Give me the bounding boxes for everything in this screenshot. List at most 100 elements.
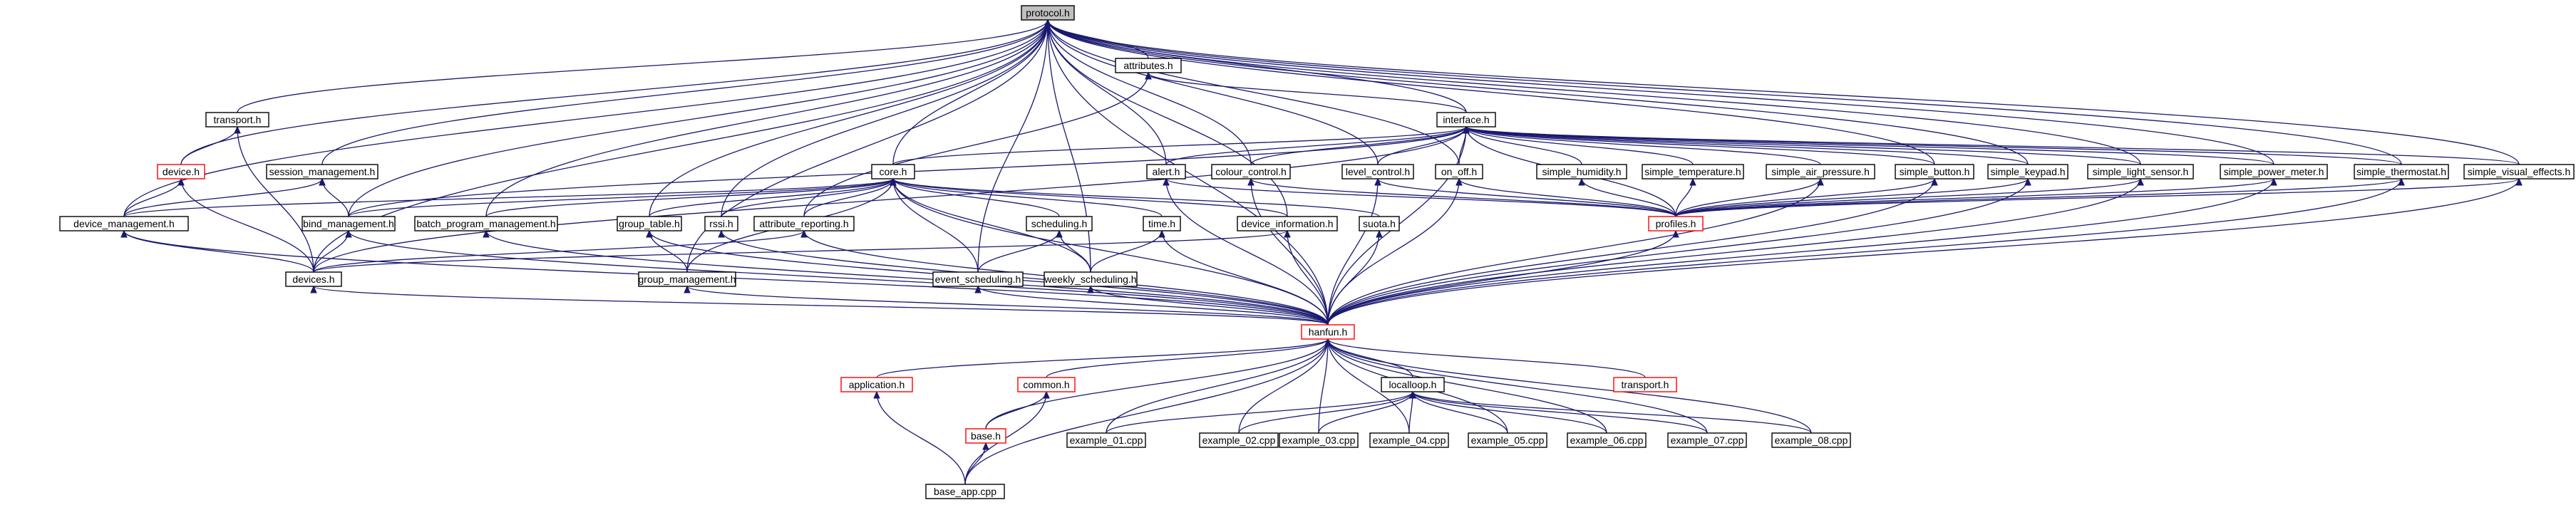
node-event-scheduling-h[interactable]: event_scheduling.h [932,271,1024,287]
node-box [1341,164,1414,179]
node-label: hanfun.h [1309,326,1348,338]
node-base-h[interactable]: base.h [965,428,1006,444]
edge-weekly-scheduling-h-to-time-h [1090,229,1165,273]
node-label: example_08.cpp [1775,434,1848,446]
node-localloop-h[interactable]: localloop.h [1381,377,1445,392]
node-simple-keypad-h[interactable]: simple_keypad.h [1987,164,2068,179]
node-simple-visual-effects-h[interactable]: simple_visual_effects.h [2463,164,2575,179]
node-label: session_management.h [269,166,376,177]
node-box [1143,216,1181,231]
node-label: simple_button.h [1900,166,1970,177]
edge-hanfun-h-to-devices-h [310,285,1329,326]
edge-hanfun-h-to-simple-thermostat-h [1327,177,2405,326]
node-example-03-cpp[interactable]: example_03.cpp [1279,432,1359,448]
node-batch-program-management-h[interactable]: batch_program_management.h [414,216,558,231]
edge-hanfun-h-to-batch-program-management-h [483,229,1329,326]
node-simple-air-pressure-h[interactable]: simple_air_pressure.h [1766,164,1875,179]
node-rssi-h[interactable]: rssi.h [704,216,738,231]
node-group-table-h[interactable]: group_table.h [617,216,682,231]
node-example-04-cpp[interactable]: example_04.cpp [1369,432,1449,448]
node-simple-humidity-h[interactable]: simple_humidity.h [1536,164,1627,179]
edge-interface-h-to-protocol-h [1044,19,1467,113]
node-label: attributes.h [1123,60,1173,71]
node-colour-control-h[interactable]: colour_control.h [1211,164,1291,179]
node-box [840,377,913,392]
node-label: simple_air_pressure.h [1771,166,1870,177]
node-example-06-cpp[interactable]: example_06.cpp [1567,432,1647,448]
node-label: simple_power_meter.h [2224,166,2324,177]
node-application-h[interactable]: application.h [840,377,913,392]
node-core-h[interactable]: core.h [871,164,915,179]
node-simple-temperature-h[interactable]: simple_temperature.h [1642,164,1744,179]
node-interface-h[interactable]: interface.h [1436,112,1496,127]
node-simple-thermostat-h[interactable]: simple_thermostat.h [2354,164,2449,179]
node-transport-h-2[interactable]: transport.h [1613,377,1677,392]
edge-localloop-h-to-hanfun-h [1324,338,1413,378]
node-transport-h[interactable]: transport.h [205,112,269,127]
node-profiles-h[interactable]: profiles.h [1648,216,1704,231]
node-example-02-cpp[interactable]: example_02.cpp [1199,432,1279,448]
edge-device-management-h-to-core-h [123,177,897,217]
node-hanfun-h[interactable]: hanfun.h [1301,324,1355,340]
edge-hanfun-h-to-alert-h [1163,177,1329,326]
node-base-app-cpp[interactable]: base_app.cpp [925,484,1005,499]
node-label: base.h [971,430,1001,442]
node-label: event_scheduling.h [935,274,1021,285]
edge-event-scheduling-h-to-scheduling-h [977,229,1063,273]
node-box [925,484,1005,499]
node-label: rssi.h [709,218,733,229]
graph-nodes: protocol.h attributes.h transport.h interfa… [59,5,2575,499]
edge-hanfun-h-to-event-scheduling-h [974,285,1329,326]
node-group-management-h[interactable]: group_management.h [638,271,736,287]
node-label: transport.h [214,114,262,125]
node-common-h[interactable]: common.h [1017,377,1076,392]
edge-common-h-to-hanfun-h [1046,338,1331,378]
edge-hanfun-h-to-simple-keypad-h [1327,177,2031,326]
node-label: colour_control.h [1215,166,1287,177]
node-simple-button-h[interactable]: simple_button.h [1895,164,1974,179]
node-weekly-scheduling-h[interactable]: weekly_scheduling.h [1044,271,1138,287]
edge-profiles-h-to-on-off-h [1456,177,1676,217]
edge-example-08-cpp-to-localloop-h [1409,390,1812,434]
node-protocol-h[interactable]: protocol.h [1021,5,1075,21]
node-simple-power-meter-h[interactable]: simple_power_meter.h [2220,164,2328,179]
node-example-01-cpp[interactable]: example_01.cpp [1066,432,1146,448]
node-on-off-h[interactable]: on_off.h [1435,164,1483,179]
node-attributes-h[interactable]: attributes.h [1115,58,1182,73]
node-box [59,216,189,231]
edge-transport-h-to-protocol-h [237,19,1051,113]
edge-application-h-to-hanfun-h [876,338,1331,378]
node-scheduling-h[interactable]: scheduling.h [1026,216,1093,231]
edge-attribute-reporting-h-to-attributes-h [803,71,1152,217]
node-example-08-cpp[interactable]: example_08.cpp [1771,432,1851,448]
node-label: device_information.h [1241,218,1333,229]
node-device-management-h[interactable]: device_management.h [59,216,189,231]
edge-device-management-h-to-session-management-h [123,177,326,217]
node-suota-h[interactable]: suota.h [1359,216,1400,231]
node-time-h[interactable]: time.h [1143,216,1181,231]
node-label: example_03.cpp [1282,434,1356,446]
node-alert-h[interactable]: alert.h [1146,164,1186,179]
node-level-control-h[interactable]: level_control.h [1341,164,1414,179]
node-devices-h[interactable]: devices.h [285,271,342,287]
node-box [704,216,738,231]
node-box [414,216,558,231]
node-example-07-cpp[interactable]: example_07.cpp [1667,432,1747,448]
edge-example-07-cpp-to-localloop-h [1409,390,1708,434]
node-box [1301,324,1355,340]
node-box [1536,164,1627,179]
node-box [1435,164,1483,179]
node-label: alert.h [1153,166,1180,177]
node-attribute-reporting-h[interactable]: attribute_reporting.h [753,216,855,231]
node-label: example_05.cpp [1471,434,1545,446]
node-device-information-h[interactable]: device_information.h [1237,216,1338,231]
node-bind-management-h[interactable]: bind_management.h [302,216,396,231]
node-box [1381,377,1445,392]
edge-hanfun-h-to-simple-power-meter-h [1327,177,2277,326]
node-simple-light-sensor-h[interactable]: simple_light_sensor.h [2087,164,2194,179]
node-device-h[interactable]: device.h [157,164,205,179]
node-session-management-h[interactable]: session_management.h [266,164,378,179]
node-example-05-cpp[interactable]: example_05.cpp [1468,432,1547,448]
node-box [205,112,269,127]
